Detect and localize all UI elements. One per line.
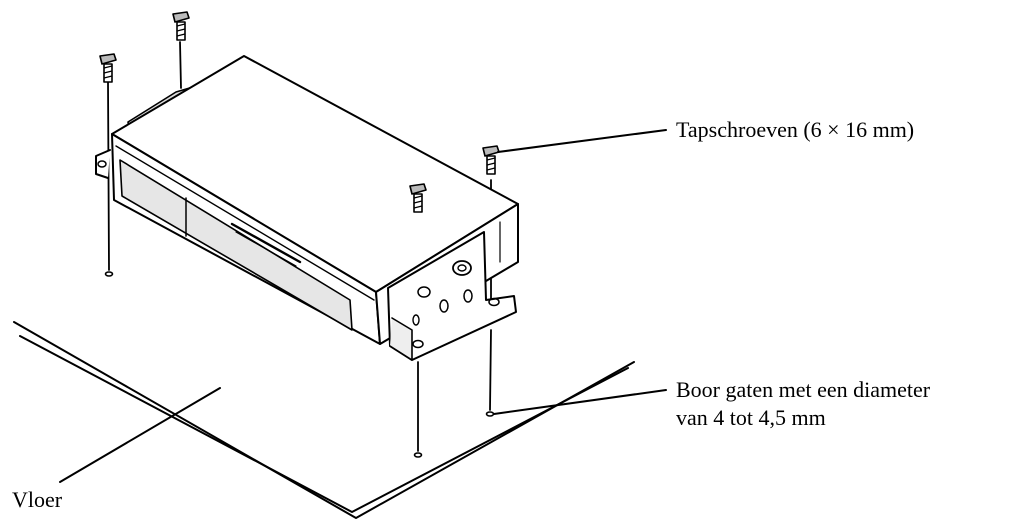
floor-label: Vloer (12, 487, 63, 512)
drill-holes (104, 271, 495, 458)
screws-leader-line (497, 129, 667, 153)
mounting-bracket (387, 231, 517, 361)
floor-leader-line (59, 387, 221, 483)
holes-leader-line (493, 389, 667, 415)
cd-changer-unit (95, 55, 519, 345)
drill-holes-label: Boor gaten met een diameter van 4 tot 4,… (676, 376, 930, 432)
screw-3 (409, 183, 427, 213)
screw-1 (99, 53, 117, 83)
drill-holes-label-line-1: Boor gaten met een diameter (676, 377, 931, 402)
screws-label: Tapschroeven (6 × 16 mm) (676, 117, 915, 142)
screw-4 (482, 145, 500, 175)
drill-holes-label-line-2: van 4 tot 4,5 mm (676, 405, 826, 430)
screw-2 (172, 11, 190, 41)
floor-panel (13, 321, 635, 519)
